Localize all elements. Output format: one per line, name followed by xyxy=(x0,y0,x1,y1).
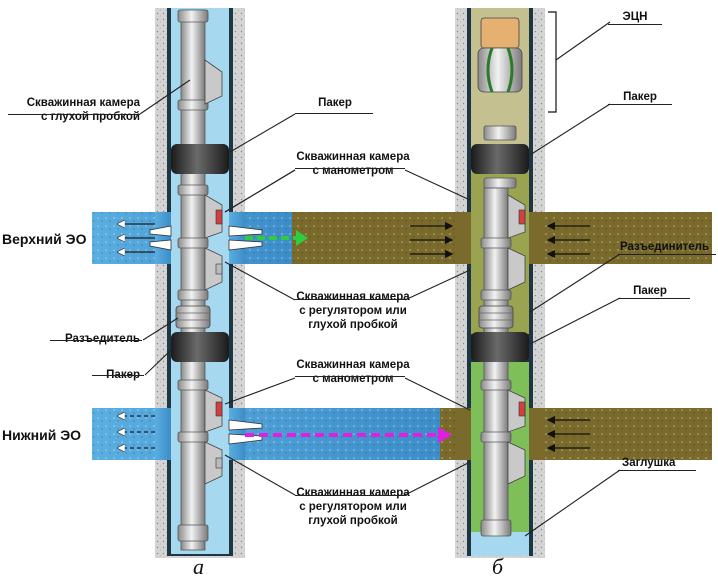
label-plug: Заглушка xyxy=(622,457,676,469)
label-packer-right-bottom: Пакер xyxy=(633,285,667,297)
label-packer-right-top: Пакер xyxy=(623,91,657,103)
label-disconnector: Разъедитель xyxy=(64,333,140,345)
packer-lower-left xyxy=(171,332,229,362)
label-lower-eo: Нижний ЭО xyxy=(2,427,82,443)
caption-a: а xyxy=(193,554,204,579)
caption-b: б xyxy=(492,554,504,579)
well-left xyxy=(118,8,452,558)
label-camera-regulator-2: Скважинная камера с регулятором или глух… xyxy=(296,487,410,527)
well-right xyxy=(410,8,590,558)
ecn-bracket xyxy=(548,11,557,113)
packer-upper-right xyxy=(471,144,529,174)
label-packer-top: Пакер xyxy=(318,97,352,109)
label-camera-manometer-2: Скважинная камера с манометром xyxy=(296,359,410,385)
packer-upper-left xyxy=(171,144,229,174)
label-camera-manometer-1: Скважинная камера с манометром xyxy=(296,151,410,177)
label-ecn: ЭЦН xyxy=(622,11,648,23)
label-camera-regulator-1: Скважинная камера с регулятором или глух… xyxy=(296,291,410,331)
label-camera-blind-plug: Скважинная камера с глухой пробкой xyxy=(26,97,140,123)
label-disconnector-right: Разъединитель xyxy=(620,241,710,253)
packer-lower-right xyxy=(471,332,529,362)
label-upper-eo: Верхний ЭО xyxy=(2,231,87,247)
